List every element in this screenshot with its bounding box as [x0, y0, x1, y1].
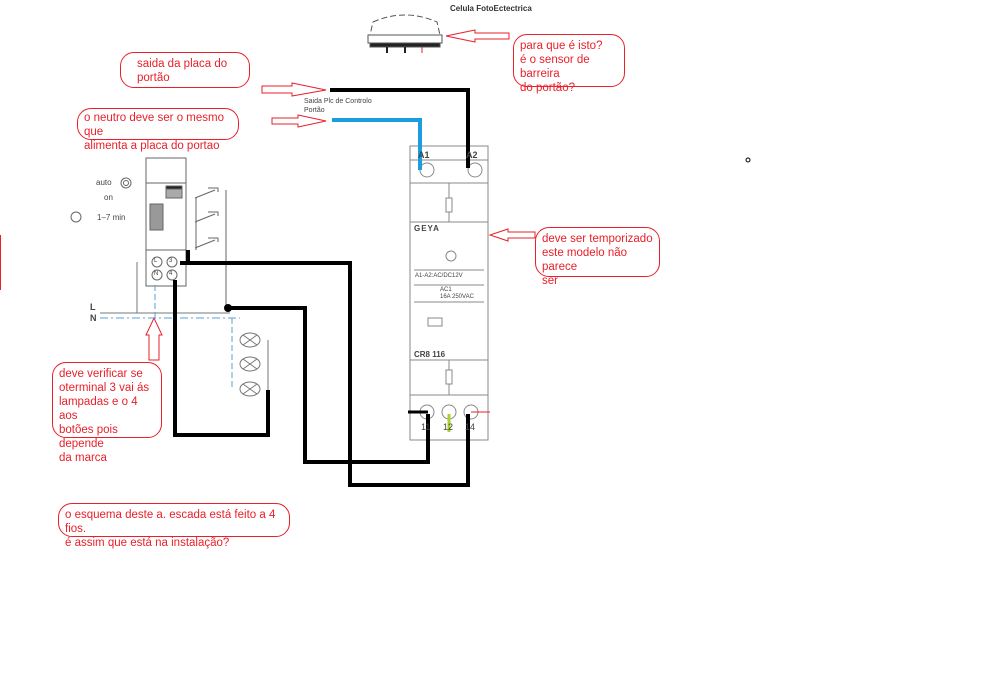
timer-time-label: 1–7 min: [97, 213, 126, 222]
stair-timer: [70, 157, 187, 287]
note-line: é o sensor de barreira: [520, 54, 590, 80]
relay-t11-label: 11: [421, 422, 431, 432]
plc-output-label: Saida Plc de Controlo: [304, 98, 372, 105]
timer-auto-label: auto: [96, 178, 112, 187]
note-line: do portão?: [520, 82, 575, 94]
note-line: é assim que está na instalação?: [65, 537, 230, 549]
note-line: para que é isto?: [520, 40, 603, 52]
photocell-label: Celula FotoEctectrica: [450, 4, 532, 13]
relay-t14-label: 14: [465, 422, 476, 432]
note-line: botões pois depende: [59, 424, 118, 450]
note-line: o esquema deste a. escada está feito a 4…: [65, 509, 276, 535]
relay-current: 16A 250VAC: [440, 294, 474, 300]
push-buttons: [194, 187, 227, 308]
timer-on-label: on: [104, 193, 113, 202]
mains-lines: [100, 262, 269, 390]
relay-module: [409, 145, 489, 441]
line-l-label: L: [90, 302, 96, 312]
note-timed: deve ser temporizado este modelo não par…: [535, 227, 660, 287]
relay-ac: AC1: [440, 287, 452, 293]
note-photocell-question: para que é isto? é o sensor de barreira …: [513, 34, 625, 94]
relay-model: CR8 116: [414, 350, 446, 359]
plc-output-label-2: Portão: [304, 107, 325, 114]
lamp-icon: [239, 332, 261, 397]
note-line: alimenta a placa do portao: [84, 140, 220, 152]
term-n: N: [154, 271, 159, 277]
note-gate-output: saida da placa do portão: [120, 52, 250, 88]
note-line: este modelo não parece: [542, 247, 628, 273]
note-line: o neutro deve ser o mesmo que: [84, 112, 224, 138]
arrow-icon: [145, 29, 536, 361]
note-four-wire: o esquema deste a. escada está feito a 4…: [58, 503, 290, 549]
relay-rating: A1-A2:AC/DC12V: [415, 273, 463, 279]
photocell-icon: [367, 14, 443, 53]
note-line: da marca: [59, 452, 107, 464]
relay-a2-label: A2: [466, 150, 478, 160]
wires: [173, 88, 490, 487]
note-neutral: o neutro deve ser o mesmo que alimenta a…: [77, 108, 239, 152]
term-l: L: [154, 258, 158, 264]
note-line: oterminal 3 vai ás: [59, 382, 150, 394]
note-line: saida da placa do: [137, 58, 228, 70]
note-line: portão: [137, 72, 170, 84]
relay-brand: GEYA: [414, 224, 440, 233]
note-line: deve verificar se: [59, 368, 143, 380]
dot-mark: [745, 157, 751, 163]
note-terminal: deve verificar se oterminal 3 vai ás lam…: [52, 362, 162, 464]
note-line: lampadas e o 4 aos: [59, 396, 138, 422]
term-4: 4: [169, 271, 173, 277]
term-3: 3: [169, 258, 173, 264]
note-line: ser: [542, 275, 558, 287]
line-n-label: N: [90, 313, 97, 323]
note-line: deve ser temporizado: [542, 233, 653, 245]
relay-a1-label: A1: [418, 150, 430, 160]
relay-t12-label: 12: [443, 422, 454, 432]
